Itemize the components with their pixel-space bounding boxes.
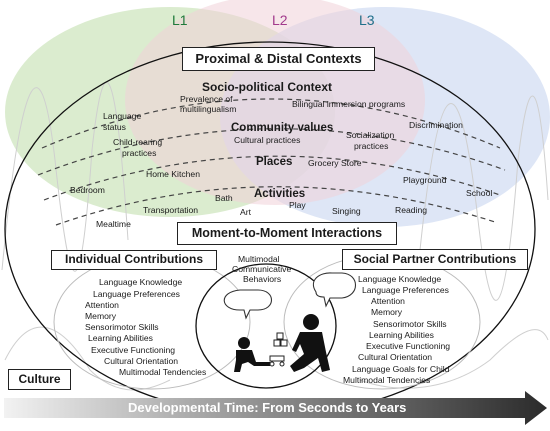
prevalence-line2: multilingualism [180, 104, 237, 114]
individual-contributions-title: Individual Contributions [51, 250, 217, 270]
individual-item: Executive Functioning [91, 345, 176, 355]
individual-item: Language Preferences [93, 289, 180, 299]
proximal-distal-title: Proximal & Distal Contexts [182, 47, 375, 71]
social-item: Language Preferences [362, 285, 449, 295]
prevalence-line1: Prevalence of [180, 94, 233, 104]
social-item: Cultural Orientation [358, 352, 433, 362]
activity-mealtime: Mealtime [96, 219, 131, 229]
activity-art: Art [240, 207, 251, 217]
level-label-l1: L1 [172, 12, 188, 28]
language-status-line1: Language [103, 111, 142, 121]
individual-item: Attention [85, 300, 119, 310]
toys [269, 332, 288, 367]
speech-bubble-right [312, 272, 357, 308]
social-item: Attention [371, 296, 405, 306]
child-figure [234, 337, 270, 372]
socialization-line1: Socialization [346, 130, 395, 140]
activity-play: Play [289, 200, 306, 210]
socialization-line2: practices [354, 141, 389, 151]
timeline-arrow [4, 391, 547, 425]
childrearing-line1: Child-rearing [113, 137, 163, 147]
social-item: Language Goals for Child [352, 364, 450, 374]
activities-title: Activities [254, 188, 306, 200]
culture-label: Culture [8, 369, 71, 390]
social-item: Memory [371, 307, 403, 317]
socio-political-title: Socio-political Context [202, 80, 333, 94]
individual-item: Multimodal Tendencies [119, 367, 207, 377]
context-dashed-arcs [37, 98, 506, 226]
places-title: Places [256, 156, 293, 168]
speech-bubble-left [223, 289, 273, 320]
social-item: Sensorimotor Skills [373, 319, 447, 329]
discrimination: Discrimination [409, 120, 463, 130]
activity-transportation: Transportation [143, 205, 199, 215]
social-item: Language Knowledge [358, 274, 442, 284]
school: School [466, 188, 493, 198]
individual-item: Sensorimotor Skills [85, 322, 159, 332]
social-item: Executive Functioning [366, 341, 451, 351]
social-item: Multimodal Tendencies [343, 375, 431, 385]
bedroom: Bedroom [70, 185, 105, 195]
level-label-l3: L3 [359, 12, 375, 28]
social-partner-title: Social Partner Contributions [342, 249, 528, 270]
activity-singing: Singing [332, 206, 361, 216]
grocery-store: Grocery Store [308, 158, 362, 168]
individual-item: Learning Abilities [88, 333, 153, 343]
individual-item: Memory [85, 311, 117, 321]
activity-bath: Bath [215, 193, 233, 203]
playground: Playground [403, 175, 447, 185]
individual-item: Language Knowledge [99, 277, 183, 287]
childrearing-line2: practices [122, 148, 157, 158]
multimodal-line3: Behaviors [243, 274, 282, 284]
multimodal-line1: Multimodal [238, 254, 280, 264]
bilingual-immersion: Bilingual immersion programs [292, 99, 406, 109]
multimodal-line2: Communicative [232, 264, 292, 274]
level-label-l2: L2 [272, 12, 288, 28]
adult-figure [290, 314, 330, 372]
cultural-practices: Cultural practices [234, 135, 301, 145]
home-kitchen: Home Kitchen [146, 169, 200, 179]
activity-reading: Reading [395, 205, 428, 215]
community-values-title: Community values [231, 122, 334, 134]
social-item: Learning Abilities [369, 330, 434, 340]
timeline-label: Developmental Time: From Seconds to Year… [128, 400, 407, 415]
moment-to-moment-title: Moment-to-Moment Interactions [177, 222, 397, 245]
language-status-line2: status [103, 122, 126, 132]
interaction-circle [195, 263, 337, 389]
individual-item: Cultural Orientation [104, 356, 179, 366]
